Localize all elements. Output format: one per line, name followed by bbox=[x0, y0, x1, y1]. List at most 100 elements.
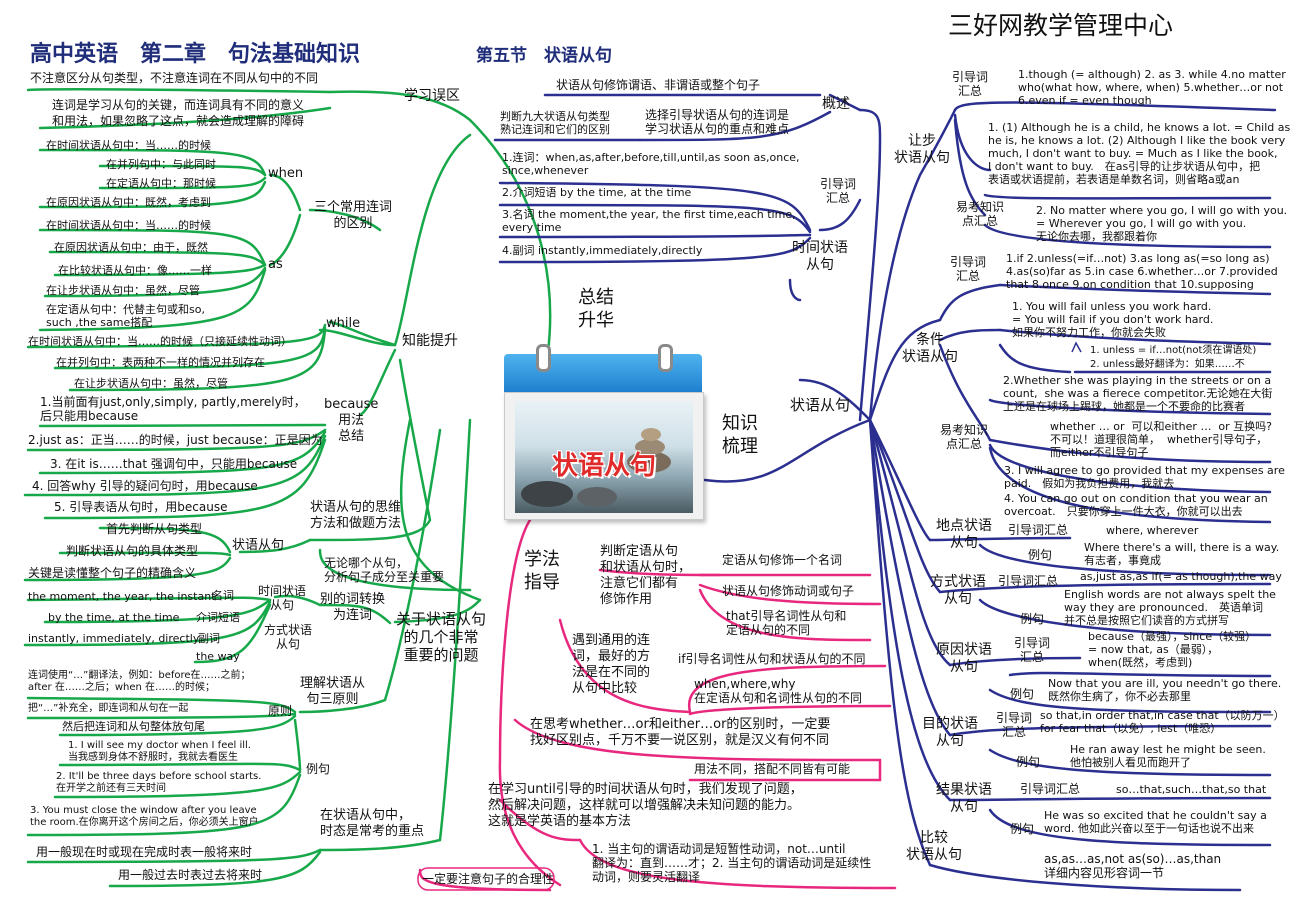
reason-conj-summary: 引导词 汇总 bbox=[1014, 636, 1051, 664]
condition-conj-summary: 引导词 汇总 bbox=[950, 255, 987, 283]
node-comparison: 比较 状语从句 bbox=[906, 830, 962, 863]
calendar-ring-icon bbox=[536, 344, 551, 372]
conjunction-item: when,where,why 在定语从句和名词性从句的不同 bbox=[694, 677, 863, 705]
word-type: 副词 bbox=[198, 632, 220, 645]
center-topic-label: 状语从句 bbox=[551, 451, 656, 481]
concession-point: 2. No matter where you go, I will go wit… bbox=[1036, 204, 1288, 243]
mistake-2: 连词是学习从句的关键，而连词具有不同的意义 和用法，如果忽略了这点，就会造成理解… bbox=[52, 98, 305, 128]
principle-item: 然后把连词和从句整体放句尾 bbox=[62, 720, 205, 733]
reason-example: Now that you are ill, you needn't go the… bbox=[1048, 677, 1282, 703]
concession-conj-list: 1.though (= although) 2. as 3. while 4.n… bbox=[1018, 68, 1286, 107]
time-conj-item: 2.介词短语 by the time, at the time bbox=[502, 186, 692, 199]
as-item: 在时间状语从句中：当……的时候 bbox=[46, 219, 211, 232]
node-tense-focus: 在状语从句中， 时态是常考的重点 bbox=[320, 808, 425, 839]
judge-item: that引导名词性从句和 定语从句的不同 bbox=[726, 609, 847, 637]
when-item: 在时间状语从句中：当……的时候 bbox=[46, 139, 211, 152]
method-note: 无论哪个从句， 分析句子成分至关重要 bbox=[324, 556, 445, 584]
node-example: 例句 bbox=[306, 762, 331, 776]
manner-conj-summary: 引导词汇总 bbox=[998, 574, 1059, 588]
word-type: 名词 bbox=[212, 589, 234, 602]
conversion-example: instantly, immediately, directly bbox=[28, 632, 200, 645]
stone-shape bbox=[577, 487, 617, 507]
node-reason: 原因状语 从句 bbox=[936, 642, 992, 675]
reason-conj-list: because（最强），since（较强） = now that, as（最弱）… bbox=[1088, 630, 1257, 669]
condition-subpoint: whether … or 可以和either … or 互换吗? 不可以！道理很… bbox=[1050, 420, 1273, 459]
node-manner: 方式状语 从句 bbox=[930, 574, 986, 607]
node-manner-clause: 方式状语 从句 bbox=[264, 623, 313, 651]
usage-note: 用法不同，搭配不同皆有可能 bbox=[694, 762, 851, 776]
conversion-example: the way bbox=[196, 650, 240, 663]
node-principle: 原则 bbox=[268, 704, 293, 718]
reason-example-label: 例句 bbox=[1010, 687, 1035, 701]
tense-item: 用一般现在时或现在完成时表一般将来时 bbox=[36, 845, 253, 859]
stone-shape bbox=[627, 451, 671, 473]
as-item: 在比较状语从句中：像……一样 bbox=[58, 264, 212, 277]
condition-subpoint: 2. unless最好翻译为：如果……不 bbox=[1090, 359, 1245, 370]
mistake-1: 不注意区分从句类型，不注意连词在不同从句中的不同 bbox=[30, 71, 319, 85]
time-conj-item: 1.连词：when,as,after,before,till,until,as … bbox=[502, 151, 800, 177]
section-title: 第五节 状语从句 bbox=[476, 46, 612, 66]
because-item: 1.当前面有just,only,simply, partly,merely时， … bbox=[40, 395, 306, 423]
conjunction-item: if引导名词性从句和状语从句的不同 bbox=[678, 652, 866, 666]
time-conj-summary: 引导词 汇总 bbox=[820, 177, 857, 205]
result-conj-list: so…that,such…that,so that bbox=[1116, 783, 1267, 796]
until-item: 1. 当主句的谓语动词是短暂性动词，not…until 翻译为：直到……才；2.… bbox=[592, 842, 872, 884]
purpose-example: He ran away lest he might be seen. 他怕被别人… bbox=[1070, 743, 1266, 769]
page-title: 高中英语 第二章 句法基础知识 bbox=[30, 42, 361, 67]
time-conj-item: 3.名词 the moment,the year, the first time… bbox=[502, 208, 796, 234]
method-step: 判断状语从句的具体类型 bbox=[66, 544, 199, 558]
condition-point: 2.Whether she was playing in the streets… bbox=[1003, 374, 1273, 413]
stone-shape bbox=[635, 439, 665, 455]
as-item: 在让步状语从句中：虽然，尽管 bbox=[46, 284, 200, 297]
judge-item: 状语从句修饰动词或句子 bbox=[722, 584, 855, 598]
condition-subpoint: 1. unless = if…not(not须在谓语处) bbox=[1090, 345, 1257, 356]
condition-point: 4. You can go out on condition that you … bbox=[1004, 492, 1268, 518]
condition-point: 1. You will fail unless you work hard. =… bbox=[1012, 300, 1214, 339]
node-whether-either: 在思考whether…or和either…or的区别时，一定要 找好区别点，千万… bbox=[530, 717, 831, 748]
node-because-usage: because 用法 总结 bbox=[324, 397, 379, 444]
node-when: when bbox=[268, 166, 304, 181]
stones-photo: 状语从句 bbox=[515, 401, 693, 513]
concession-key-points: 易考知识 点汇总 bbox=[956, 200, 1005, 228]
purpose-conj-summary: 引导词 汇总 bbox=[996, 711, 1033, 739]
stone-shape bbox=[521, 481, 573, 507]
overview-item: 选择引导状语从句的连词是 学习状语从句的重点和难点 bbox=[645, 108, 790, 136]
brand-name: 三好网教学管理中心 bbox=[948, 11, 1174, 40]
when-item: 在原因状语从句中：既然，考虑到 bbox=[46, 196, 211, 209]
stone-shape bbox=[641, 428, 661, 441]
node-common-conjunctions: 遇到通用的连 词，最好的方 法是在不同的 从句中比较 bbox=[572, 633, 651, 696]
branch-summary: 总结 升华 bbox=[578, 287, 614, 331]
because-item: 5. 引导表语从句时，用because bbox=[54, 500, 228, 514]
while-item: 在让步状语从句中：虽然，尽管 bbox=[74, 377, 228, 390]
purpose-conj-list: so that,in order that,in case that（以防万一）… bbox=[1040, 709, 1285, 735]
when-item: 在并列句中：与此同时 bbox=[106, 158, 216, 171]
branch-method: 学法 指导 bbox=[524, 549, 560, 593]
node-adverbial-sub: 状语从句 bbox=[232, 538, 285, 553]
node-judge-clauses: 判断定语从句 和状语从句时， 注意它们都有 修饰作用 bbox=[600, 544, 692, 607]
node-time-clause: 时间状语 从句 bbox=[258, 584, 307, 612]
example-item: 1. I will see my doctor when I feel ill.… bbox=[68, 740, 251, 763]
because-item: 2.just as：正当……的时候，just because：正是因为 bbox=[28, 433, 323, 447]
method-step: 首先判断从句类型 bbox=[106, 522, 203, 536]
condition-key-points: 易考知识 点汇总 bbox=[940, 423, 989, 451]
because-item: 3. 在it is……that 强调句中，只能用because bbox=[50, 457, 298, 471]
node-time-adverbial: 时间状语 从句 bbox=[792, 240, 848, 273]
comparison-conj-list: as,as…as,not as(so)…as,than 详细内容见形容词一节 bbox=[1044, 852, 1222, 880]
while-item: 在时间状语从句中：当……的时候（只接延续性动词） bbox=[28, 335, 292, 348]
while-item: 在并列句中：表两种不一样的情况并列存在 bbox=[56, 356, 265, 369]
result-example: He was so excited that he couldn't say a… bbox=[1044, 809, 1267, 835]
node-until-method: 在学习until引导的时间状语从句时，我们发现了问题， 然后解决问题，这样就可以… bbox=[488, 782, 803, 829]
time-conj-item: 4.副词 instantly,immediately,directly bbox=[502, 244, 703, 257]
principle-item: 连词使用“…”翻译法，例如：before在……之前； after 在……之后；w… bbox=[28, 670, 251, 693]
branch-knowledge: 知识 梳理 bbox=[722, 413, 758, 457]
concession-conj-summary: 引导词 汇总 bbox=[952, 70, 989, 98]
condition-conj-list: 1.if 2.unless(=if…not) 3.as long as(=so … bbox=[1006, 252, 1278, 291]
calendar-page: 状语从句 bbox=[504, 392, 704, 520]
example-item: 3. You must close the window after you l… bbox=[30, 805, 259, 828]
condition-point: 3. I will agree to go provided that my e… bbox=[1004, 464, 1285, 490]
method-step: 关键是读懂整个句子的精确含义 bbox=[28, 566, 197, 580]
node-condition: 条件 状语从句 bbox=[902, 332, 958, 365]
node-overview: 概述 bbox=[822, 96, 850, 112]
